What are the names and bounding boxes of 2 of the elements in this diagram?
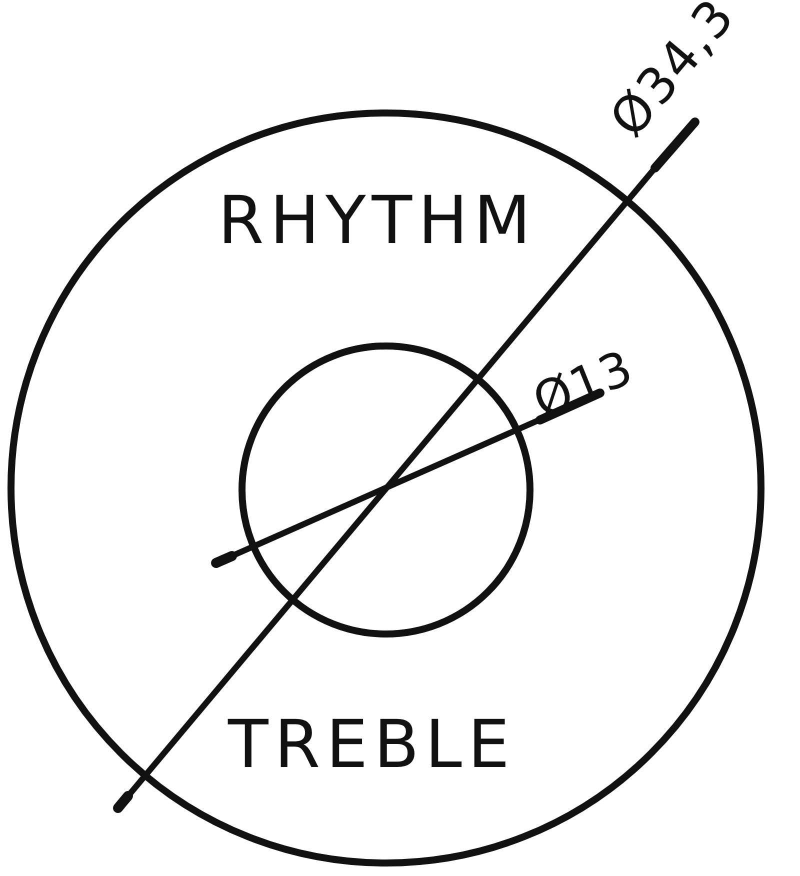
part-label: TREBLE [228, 712, 516, 778]
part-label: RHYTHM [218, 188, 537, 254]
